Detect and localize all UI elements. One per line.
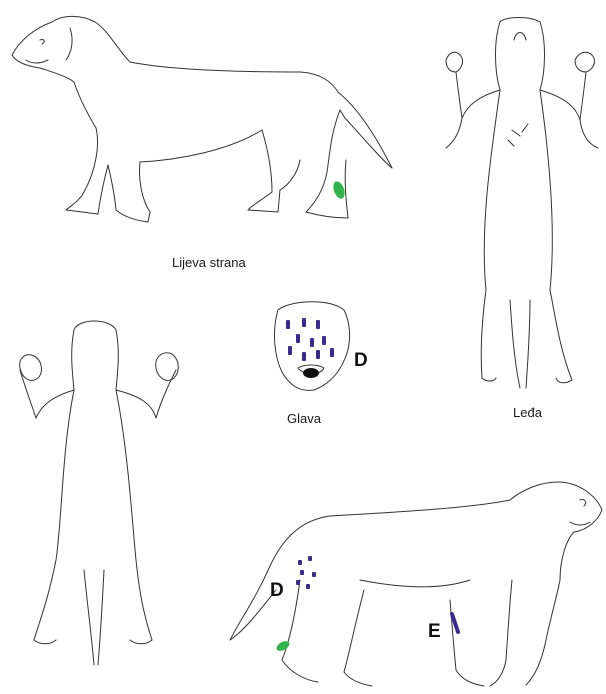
- label-back: Leđa: [513, 405, 542, 420]
- marker-right-foreleg-e: E: [428, 621, 441, 643]
- label-left-side: Lijeva strana: [172, 255, 246, 270]
- dog-head-front-view: [275, 302, 350, 391]
- dog-right-side-view: [230, 482, 602, 686]
- blue-lesions-head: [286, 318, 334, 361]
- marker-head-d: D: [354, 350, 368, 372]
- dog-belly-view: [20, 321, 179, 665]
- dog-left-side-view: [12, 16, 392, 222]
- blue-lesion-right-foreleg: [452, 614, 458, 632]
- label-head: Glava: [287, 411, 321, 426]
- marker-right-flank-d: D: [270, 580, 284, 602]
- dog-back-view: [446, 18, 598, 389]
- green-lesion-left-hind-leg: [331, 180, 347, 200]
- blue-lesions-right-flank: [296, 556, 316, 589]
